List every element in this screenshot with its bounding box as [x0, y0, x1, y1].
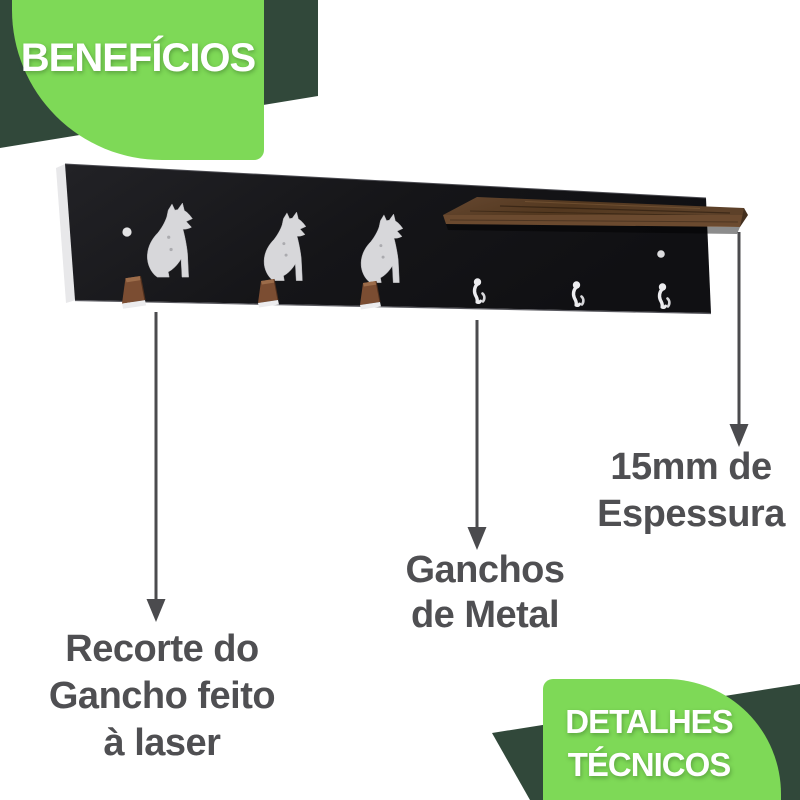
screw-dot-left [122, 227, 132, 237]
laser-cut-line-1: Recorte do [65, 628, 259, 670]
laser-cut-line-2: Gancho feito [48, 675, 276, 717]
detalhes-line: DETALHES [565, 703, 733, 740]
metal-hooks-annotation: Ganchos de Metal [365, 548, 605, 638]
detalhes-tecnicos-badge: DETALHES TÉCNICOS [543, 679, 781, 800]
dog-silhouette-icon [263, 211, 307, 282]
down-arrow-icon [729, 232, 749, 447]
laser-cut-annotation: Recorte do Gancho feito à laser [10, 626, 314, 767]
down-arrow-icon [146, 312, 166, 622]
tecnicos-line: TÉCNICOS [567, 746, 732, 783]
dog-silhouette-icon [360, 213, 404, 284]
thickness-line-2: Espessura [597, 493, 785, 535]
down-arrow-icon [467, 320, 487, 550]
dog-silhouette-icon [146, 202, 193, 278]
detalhes-tecnicos-label: DETALHES TÉCNICOS [543, 700, 781, 786]
thickness-annotation: 15mm de Espessura [561, 444, 800, 538]
screw-dot-right [657, 250, 665, 258]
laser-cut-line-3: à laser [103, 722, 221, 764]
beneficios-label: BENEFÍCIOS [20, 36, 256, 80]
wooden-shelf [443, 197, 748, 234]
metal-hooks-line-1: Ganchos [405, 549, 565, 591]
thickness-line-1: 15mm de [610, 446, 772, 488]
metal-hooks-line-2: de Metal [410, 594, 560, 636]
